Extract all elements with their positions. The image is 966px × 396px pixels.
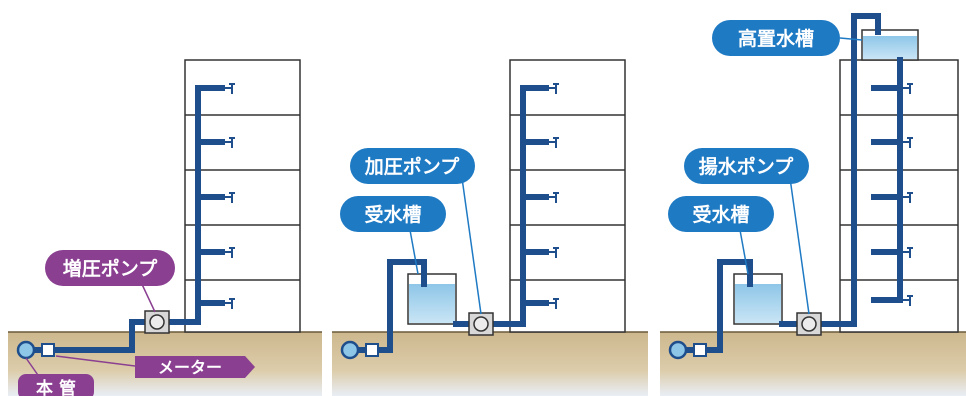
- elevated-tank-label: 高置水槽: [738, 27, 814, 50]
- receiving-tank-label: 受水槽: [692, 203, 749, 226]
- lift-pump-label: 揚水ポンプ: [699, 155, 794, 178]
- receiving-tank-label-bg: [340, 196, 446, 232]
- pressure-pump-icon: [468, 312, 494, 336]
- pipe: [27, 85, 225, 353]
- booster-pump-icon: [144, 310, 170, 334]
- panel-booster-pump: 増圧ポンプ メーター 本 管: [8, 59, 322, 396]
- receiving-tank-icon: [733, 273, 783, 325]
- main-pipe-icon: [340, 340, 360, 360]
- booster-pump-label: 増圧ポンプ: [63, 257, 158, 280]
- ground: [332, 332, 648, 396]
- main-pipe-icon: [668, 340, 688, 360]
- meter-icon: [365, 343, 379, 357]
- elevated-tank-icon: [861, 29, 919, 61]
- receiving-tank-label-bg: [668, 196, 774, 232]
- main-pipe-label-bg: [18, 374, 94, 396]
- main-pipe-label: 本 管: [36, 378, 76, 396]
- elevated-tank-label-bg: [712, 20, 840, 56]
- meter-icon: [693, 343, 707, 357]
- pressure-pump-label: 加圧ポンプ: [364, 155, 460, 178]
- meter-icon: [41, 343, 55, 357]
- receiving-tank-icon: [407, 273, 457, 325]
- lift-pump-label-bg: [684, 148, 809, 184]
- booster-pump-label-bg: [45, 250, 175, 286]
- ground: [660, 332, 966, 396]
- lift-pump-icon: [796, 312, 822, 336]
- panel-pressure-pump: 加圧ポンプ 受水槽: [332, 59, 648, 396]
- panel-lift-pump: 高置水槽 揚水ポンプ 受水槽: [660, 13, 966, 396]
- meter-label: メーター: [158, 358, 222, 377]
- main-pipe-icon: [16, 340, 36, 360]
- receiving-tank-label: 受水槽: [364, 203, 421, 226]
- pressure-pump-label-bg: [350, 148, 475, 184]
- meter-label-bg: [135, 356, 255, 378]
